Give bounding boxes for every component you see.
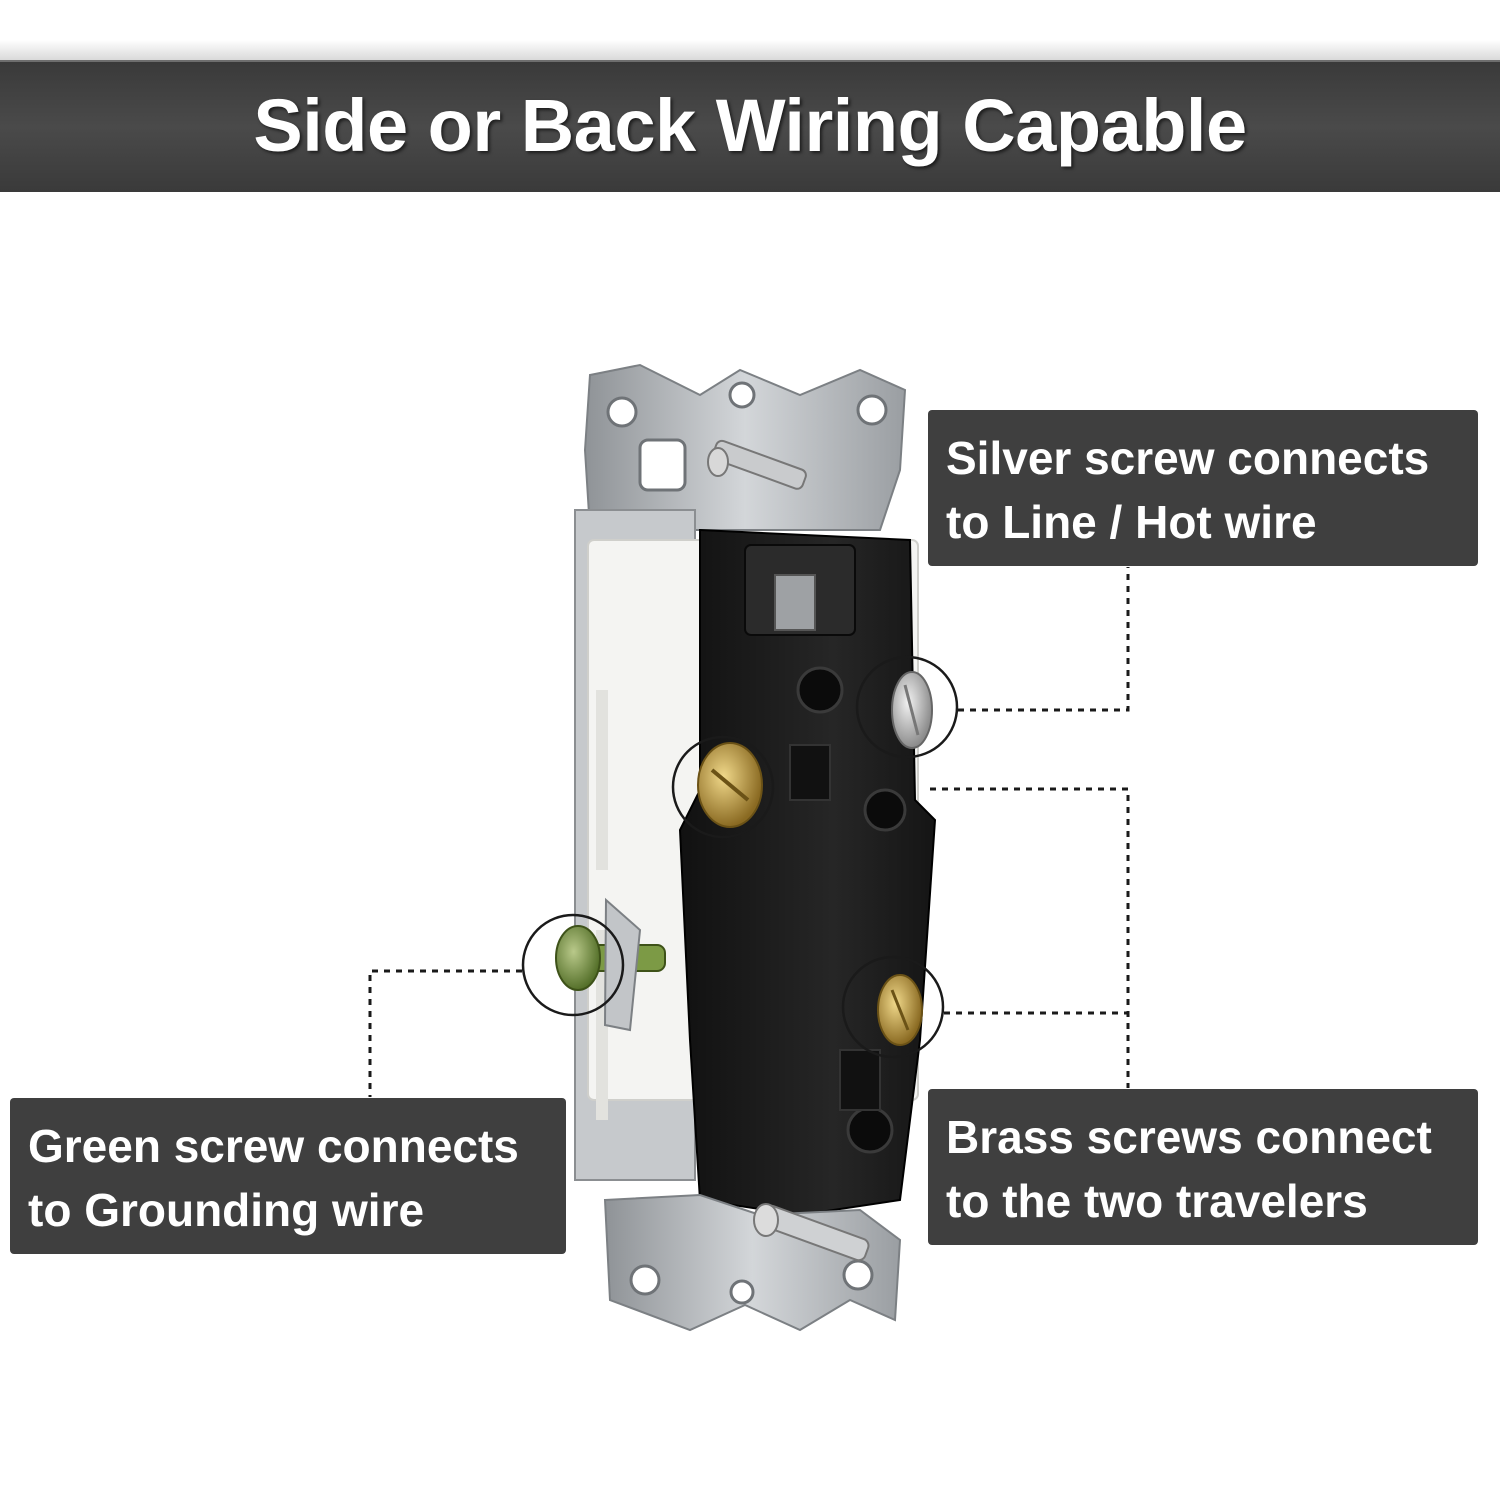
silver-screw-callout: Silver screw connects to Line / Hot wire (928, 410, 1478, 566)
brass-callout-line1: Brass screws connect (946, 1111, 1432, 1163)
silver-callout-line1: Silver screw connects (946, 432, 1430, 484)
brass-callout-line2: to the two travelers (946, 1175, 1368, 1227)
brass-leader-line (930, 787, 1130, 1088)
brass-screw-right-highlight (841, 955, 945, 1059)
green-screw-highlight (521, 913, 625, 1017)
header-fade (0, 40, 1500, 60)
brass-screw-left-highlight (671, 735, 775, 839)
silver-callout-line2: to Line / Hot wire (946, 496, 1317, 548)
header-band (0, 60, 1500, 192)
green-callout-line1: Green screw connects (28, 1120, 519, 1172)
silver-leader-line (958, 567, 1130, 712)
bottom-mounting-screw (753, 1203, 870, 1262)
top-mounting-screw (707, 439, 807, 490)
bottom-yoke-plate (603, 1193, 902, 1332)
brass-screw-right (877, 974, 923, 1046)
silver-screw-highlight (855, 655, 959, 759)
green-screw-callout: Green screw connects to Grounding wire (10, 1098, 566, 1254)
brass-screws-callout: Brass screws connect to the two traveler… (928, 1089, 1478, 1245)
silver-screw (891, 671, 933, 749)
green-callout-line2: to Grounding wire (28, 1184, 425, 1236)
top-yoke-plate (583, 363, 907, 531)
green-leader-line (368, 969, 522, 1097)
brass-screw-left (697, 742, 763, 828)
page-title: Side or Back Wiring Capable (253, 83, 1247, 167)
black-switch-body (678, 528, 937, 1217)
